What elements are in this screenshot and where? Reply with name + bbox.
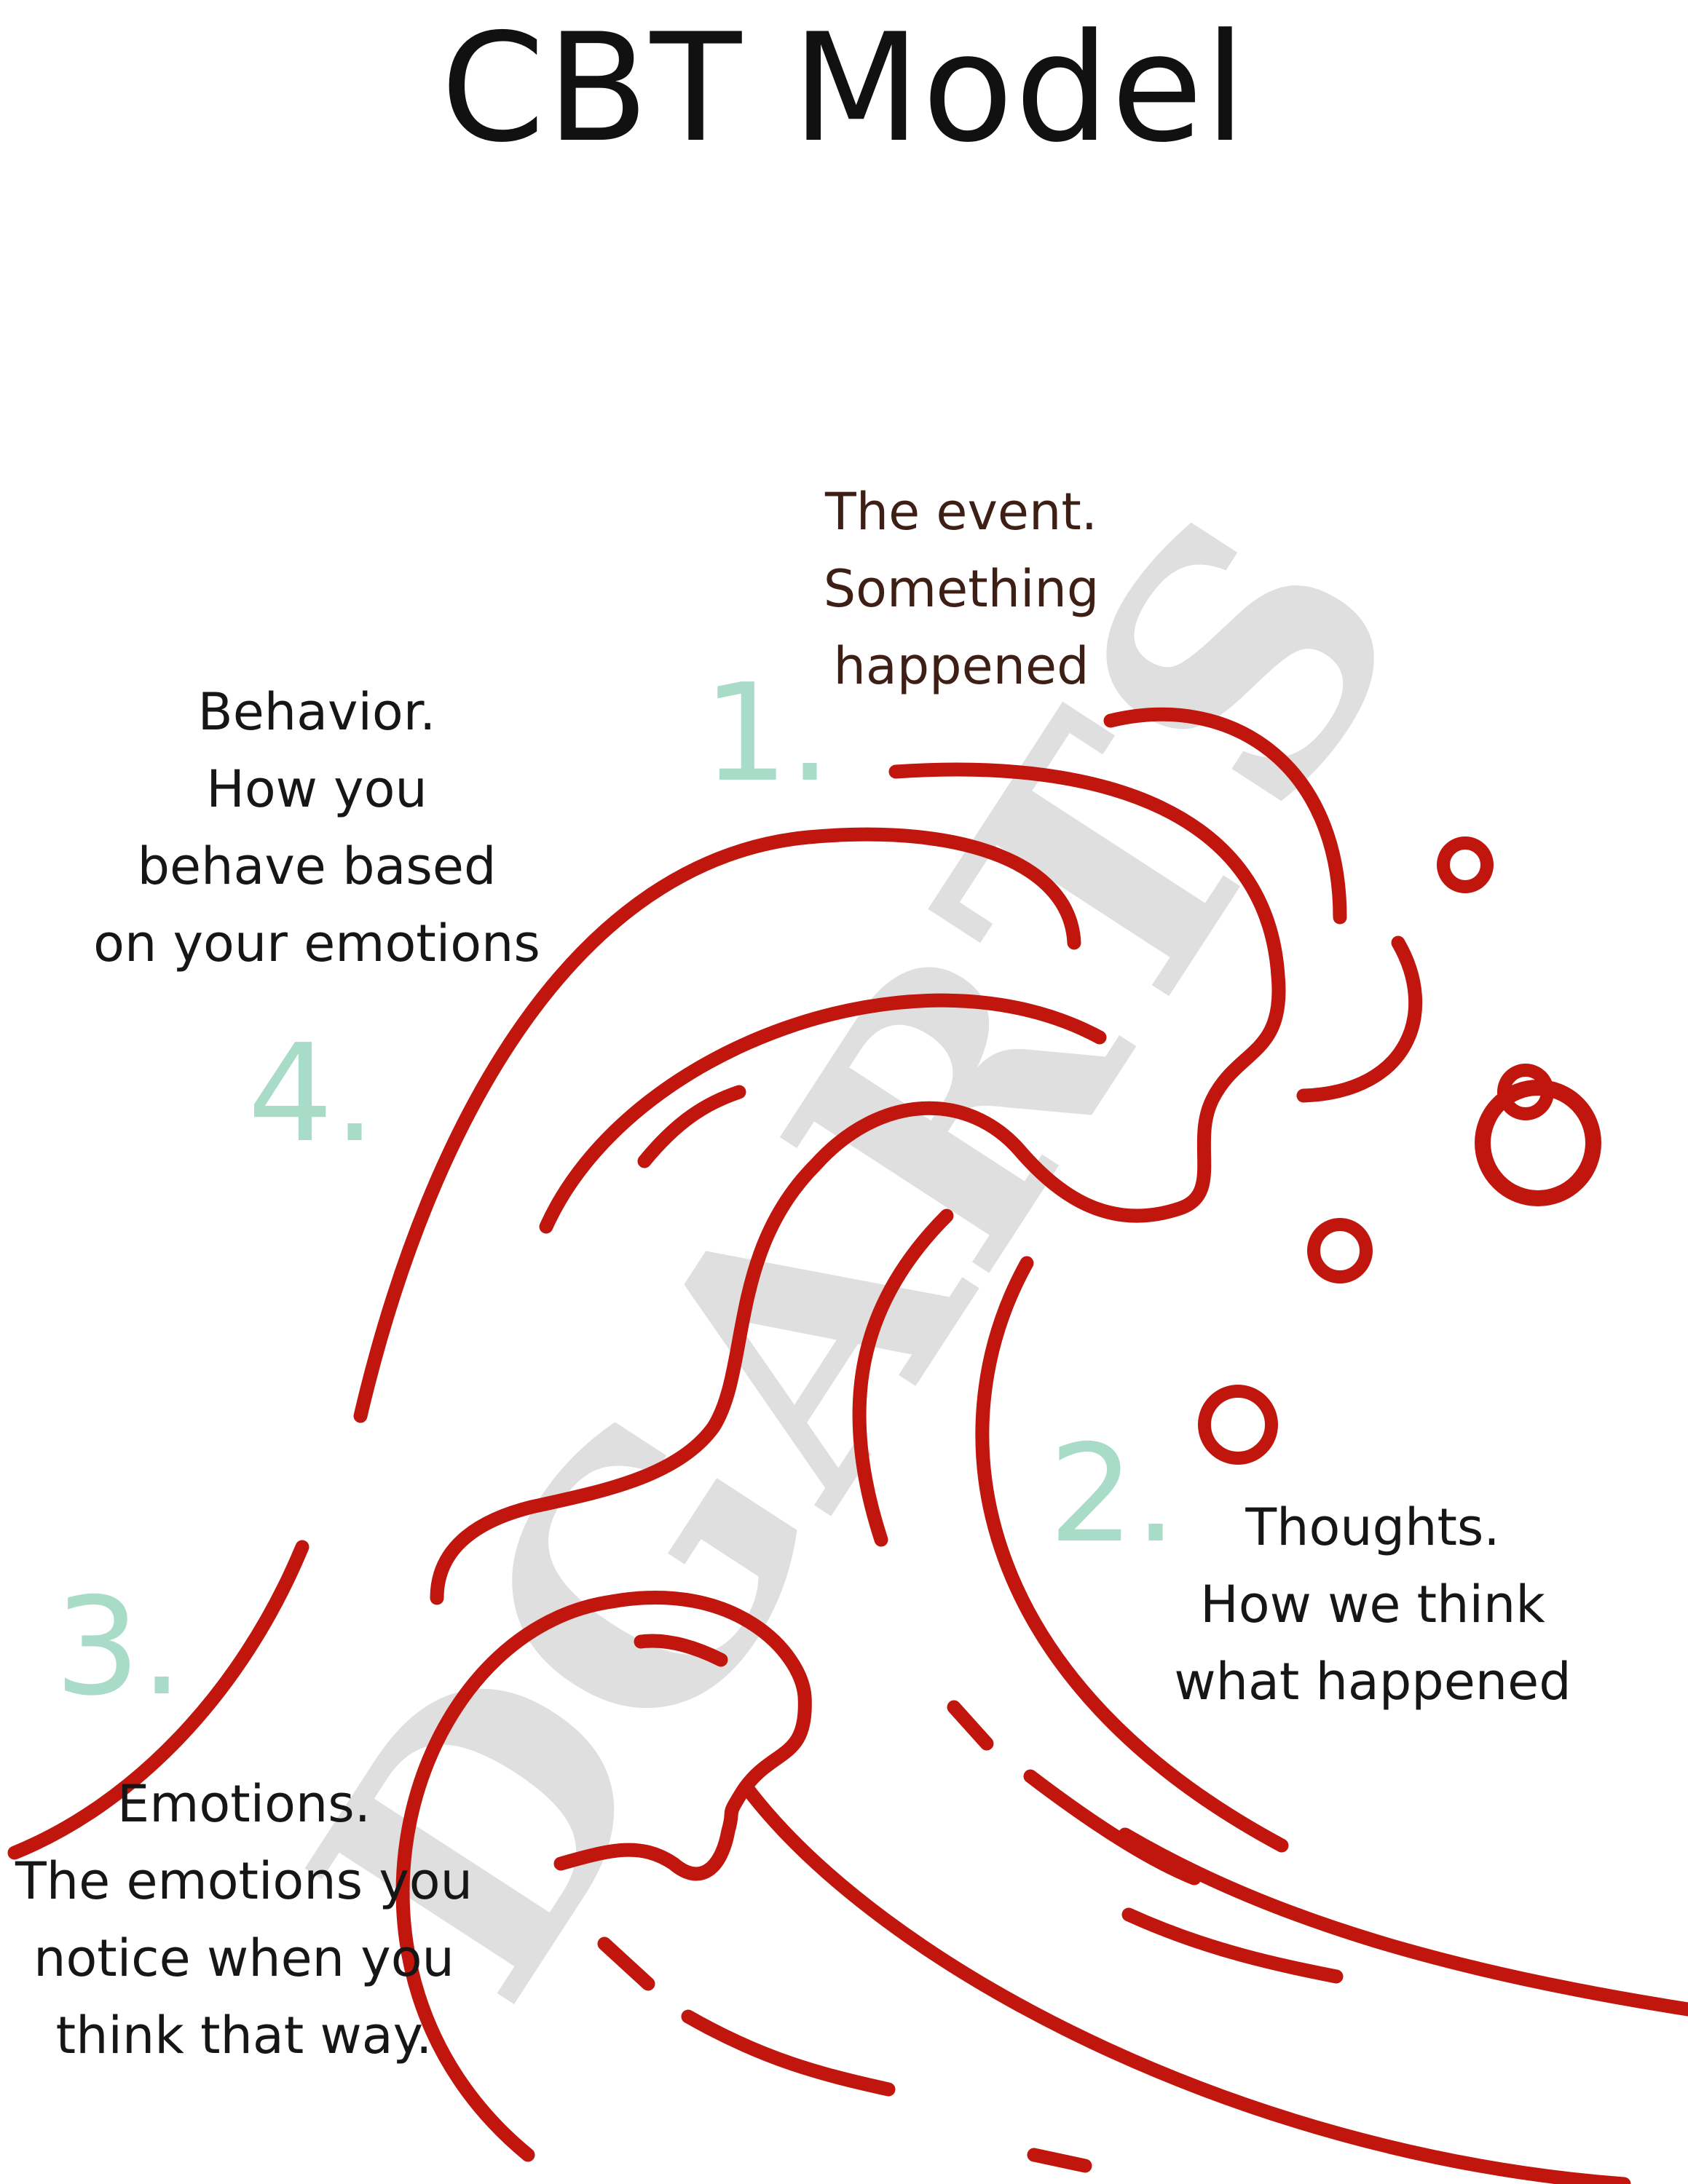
wave-lower-curl [395, 1591, 812, 2162]
wave-mark-7 [1027, 2148, 1092, 2173]
bubble-2 [1475, 1080, 1601, 1206]
bubble-5 [1198, 1385, 1278, 1465]
step-1-line: The event. [824, 482, 1098, 542]
wave-mark-3 [1023, 1769, 1202, 1886]
wave-inner-line [539, 993, 1107, 1234]
step-2-number: 2. [1049, 1415, 1178, 1572]
wave-base-sweep [1118, 1827, 1688, 2017]
step-3-line: The emotions you [15, 1851, 473, 1911]
page-title: CBT Model [441, 2, 1247, 175]
bubble-1 [1437, 836, 1494, 893]
step-4-line: How you [206, 759, 427, 819]
step-2-line: Thoughts. [1245, 1497, 1500, 1557]
step-1-line: happened [833, 636, 1089, 696]
step-1-line: Something [823, 559, 1100, 619]
wave-mark-2 [947, 1700, 994, 1751]
step-3-line: Emotions. [117, 1774, 371, 1834]
step-4-number: 4. [248, 1015, 376, 1172]
wave-mark-6 [681, 2009, 896, 2097]
step-4-line: on your emotions [93, 914, 540, 973]
step-4-line: Behavior. [197, 682, 436, 742]
wave-streak-mid-1 [852, 1208, 954, 1547]
step-4-text: Behavior. How you behave based on your e… [84, 673, 550, 982]
step-1-number: 1. [703, 654, 832, 812]
step-3-line: think that way. [55, 2006, 433, 2065]
wave-crest-top [430, 762, 1286, 1605]
wave-left-crest [7, 1540, 309, 1860]
step-2-line: How we think [1200, 1575, 1545, 1634]
bubble-3 [1497, 1064, 1554, 1120]
bubble-4 [1307, 1218, 1373, 1283]
wave-streak-small [637, 1085, 746, 1168]
wave-crest-outer [353, 827, 1081, 1423]
step-2-line: what happened [1174, 1652, 1571, 1712]
wave-curl-arc [1103, 708, 1347, 925]
step-2-text: Thoughts. How we think what happened [1158, 1489, 1588, 1720]
wave-mark-4 [1121, 1907, 1344, 1984]
step-3-text: Emotions. The emotions you notice when y… [11, 1765, 477, 2074]
step-4-line: behave based [137, 836, 497, 896]
wave-streak-mid-2 [975, 1256, 1289, 1853]
step-3-line: notice when you [33, 1928, 454, 1988]
step-3-number: 3. [55, 1568, 184, 1725]
wave-right-curl [1296, 935, 1423, 1103]
wave-mark-1 [634, 1634, 728, 1667]
step-1-text: The event. Something happened [801, 473, 1121, 705]
wave-lower-sweep [739, 1780, 1631, 2184]
wave-mark-5 [597, 1936, 655, 1991]
